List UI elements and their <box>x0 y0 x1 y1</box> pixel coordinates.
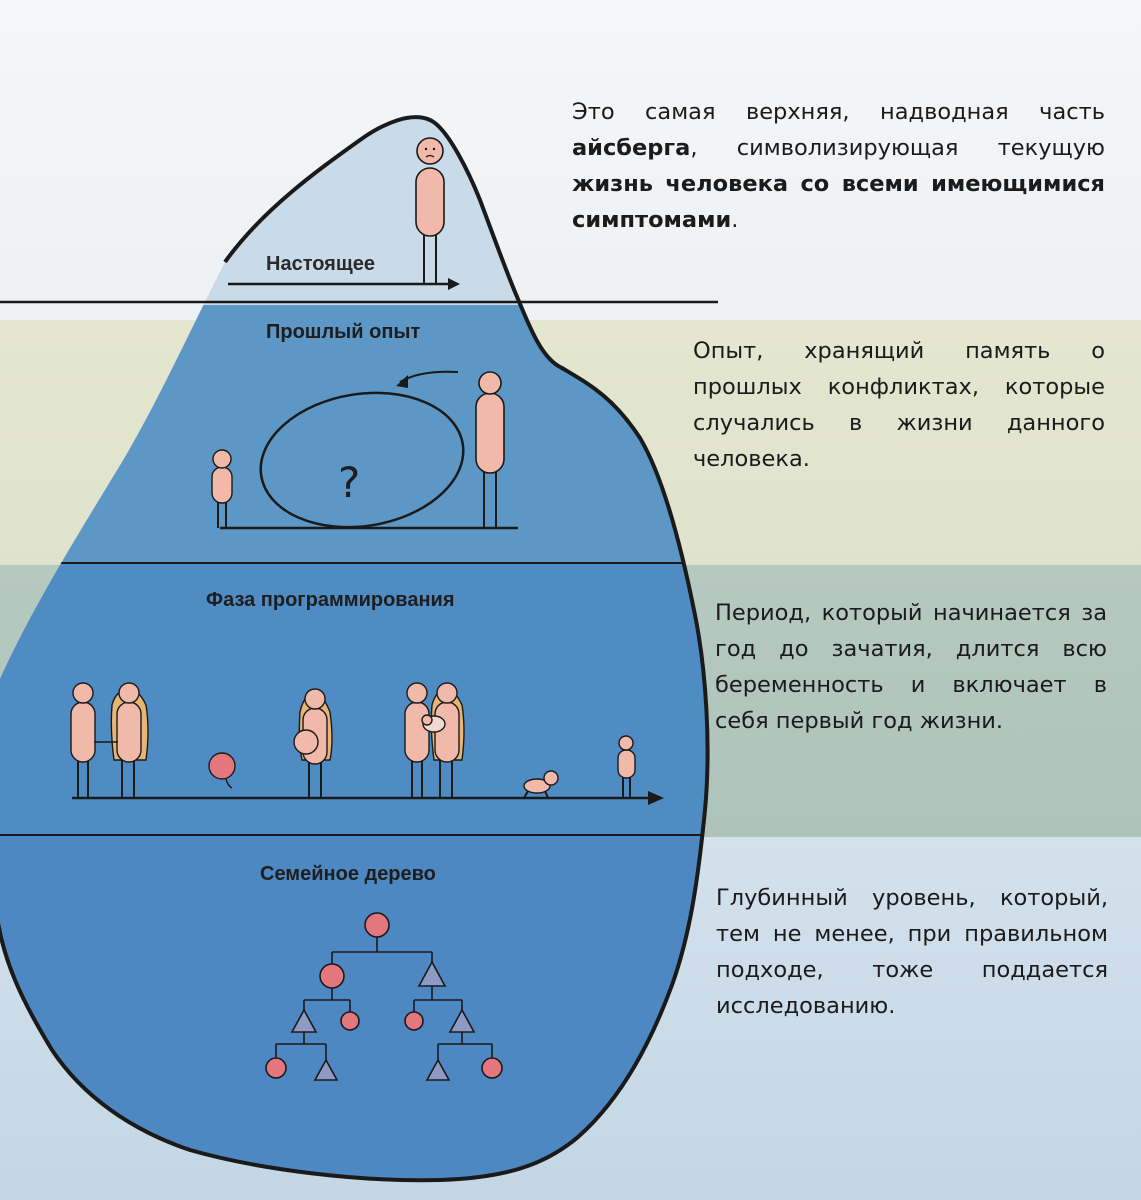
past-question-mark: ? <box>338 458 360 507</box>
past-loop <box>259 391 465 529</box>
pregnant-figure-icon <box>293 688 333 798</box>
father-figure-icon <box>70 682 96 798</box>
programming-description: Период, который начинается за год до зач… <box>715 600 1107 734</box>
programming-arrowhead <box>648 791 664 805</box>
mother-figure-icon <box>110 682 149 798</box>
iceberg-outline <box>0 115 710 1183</box>
present-description: Это самая верхняя, надводная часть айсбе… <box>572 99 1105 233</box>
embryo-icon <box>208 752 236 789</box>
present-label: Настоящее <box>266 253 375 275</box>
child-figure-icon <box>211 449 233 528</box>
adult-figure-icon <box>415 137 445 284</box>
past-label: Прошлый опыт <box>266 321 420 343</box>
programming-label: Фаза программирования <box>206 589 455 611</box>
toddler-figure-icon <box>617 735 636 798</box>
mother-with-baby-icon <box>421 682 465 798</box>
crawling-baby-icon <box>523 770 559 799</box>
present-arrowhead <box>448 278 460 290</box>
family-tree-icon <box>265 912 503 1081</box>
background-band-top <box>0 0 1141 320</box>
family-tree-label: Семейное дерево <box>260 863 436 885</box>
past-description: Опыт, хранящий память о прошлых конфликт… <box>693 338 1105 472</box>
grown-figure-icon <box>475 371 505 528</box>
past-arrowhead <box>396 375 408 388</box>
family-tree-description: Глубинный уровень, который, тем не менее… <box>716 885 1108 1019</box>
